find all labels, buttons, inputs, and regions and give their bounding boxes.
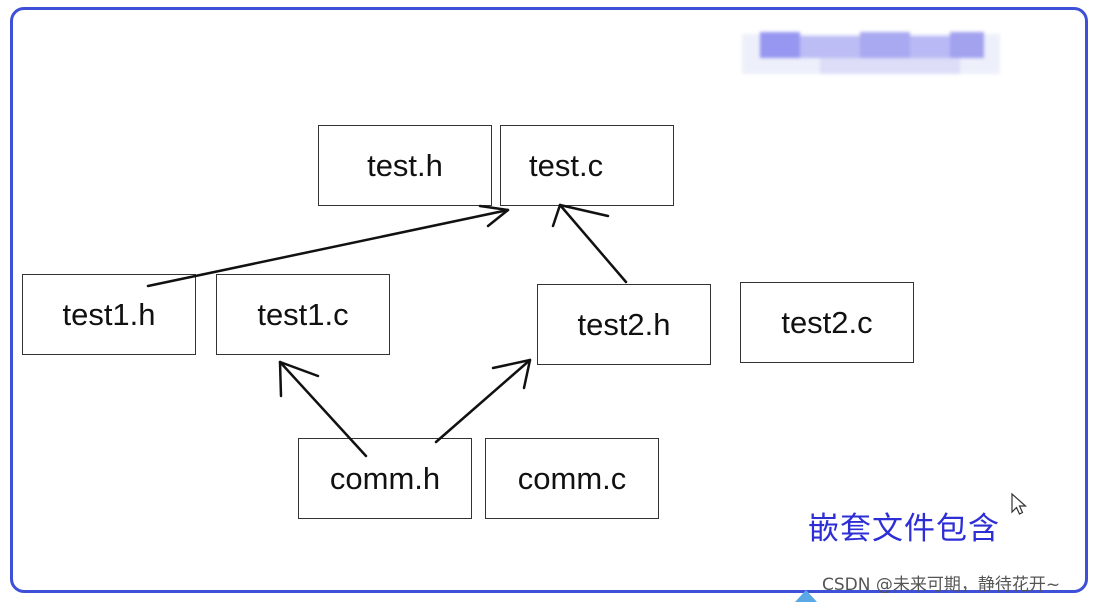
box-comm-c: comm.c	[485, 438, 659, 519]
arrow-test2h-to-testc	[558, 203, 628, 284]
box-label: test.c	[529, 147, 604, 183]
box-test-c: test.c	[500, 125, 674, 206]
watermark: CSDN @未来可期，静待花开~	[822, 575, 1061, 595]
box-label: test2.c	[781, 304, 873, 340]
diagram-frame	[10, 7, 1088, 593]
arrowhead-test1h-to-testc	[478, 204, 510, 228]
box-test2-h: test2.h	[537, 284, 711, 365]
box-test-h: test.h	[318, 125, 492, 206]
arrow-test1h-to-testc	[146, 208, 510, 288]
box-test1-c: test1.c	[216, 274, 390, 355]
box-comm-h: comm.h	[298, 438, 472, 519]
box-label: comm.h	[329, 460, 441, 496]
arrowhead-commh-to-test2h	[491, 358, 532, 390]
box-label: test.h	[367, 147, 443, 183]
triangle-marker-icon	[795, 590, 817, 602]
mouse-pointer-icon	[1011, 492, 1028, 515]
box-test1-h: test1.h	[22, 274, 196, 355]
box-label: test1.c	[257, 296, 349, 332]
box-label: test1.h	[62, 296, 156, 332]
arrowhead-commh-to-test1c	[278, 360, 320, 398]
arrow-commh-to-test2h	[434, 358, 532, 444]
arrow-commh-to-test1c	[278, 360, 368, 458]
redacted-area	[742, 28, 1000, 80]
box-label: comm.c	[517, 460, 627, 496]
box-label: test2.h	[577, 306, 671, 342]
box-test2-c: test2.c	[740, 282, 914, 363]
diagram-caption: 嵌套文件包含	[808, 511, 1000, 547]
arrowhead-test2h-to-testc	[551, 203, 610, 228]
